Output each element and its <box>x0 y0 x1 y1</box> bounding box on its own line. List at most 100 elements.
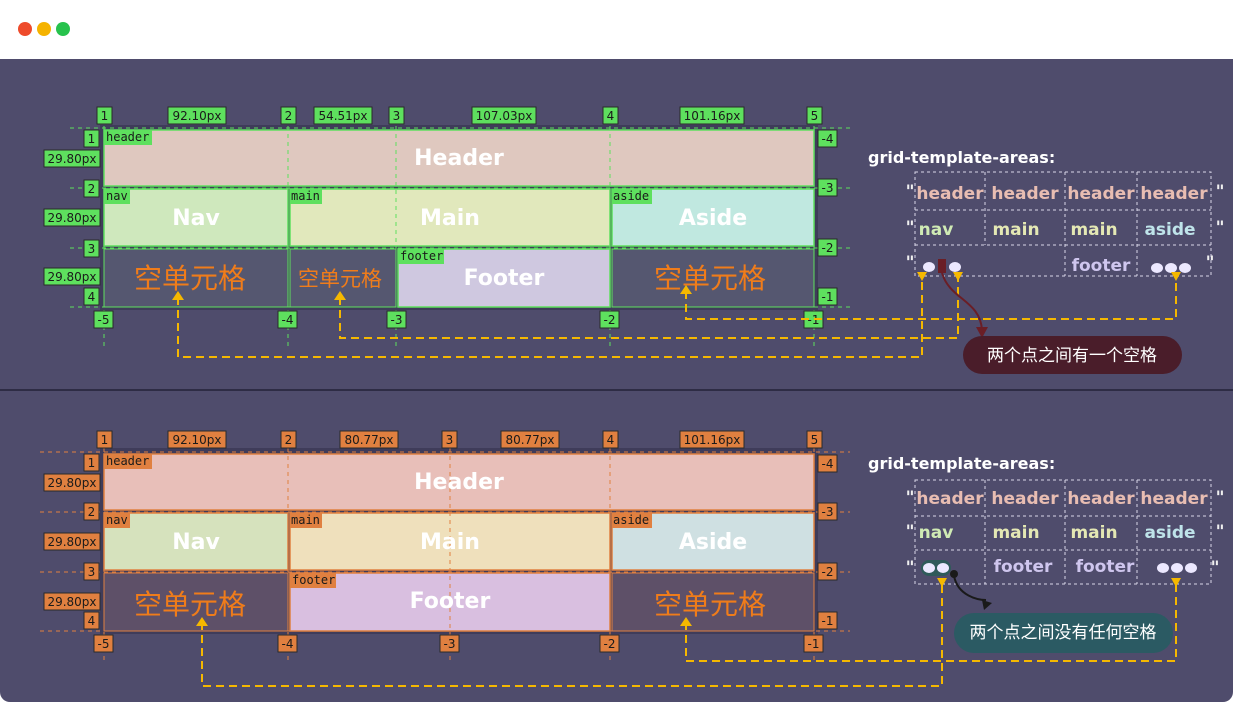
top-row-neg-4: -1 <box>822 290 834 304</box>
top-label-nav: Nav <box>172 206 220 231</box>
svg-text:": " <box>1211 558 1220 578</box>
top-row-line-3: 3 <box>88 242 96 256</box>
top-row-line-4: 4 <box>88 290 96 304</box>
bottom-col-line-4: 4 <box>607 433 615 447</box>
bottom-tpl-r1c3: header <box>1067 489 1135 509</box>
bottom-row-neg-2: -3 <box>822 505 834 519</box>
bottom-dot-tokens <box>923 563 1197 573</box>
bottom-tpl-r1c2: header <box>991 489 1059 509</box>
bottom-areas-title: grid-template-areas: <box>868 454 1055 473</box>
bottom-tpl-r1c4: header <box>1140 489 1208 509</box>
minimize-dot[interactable] <box>37 22 51 36</box>
svg-text:": " <box>906 253 915 273</box>
top-tpl-r1c2: header <box>991 184 1059 204</box>
svg-text:": " <box>906 522 915 542</box>
top-tag-header: header <box>106 130 149 144</box>
top-col-width-4: 101.16px <box>684 109 741 123</box>
bottom-tag-footer: footer <box>292 573 335 587</box>
bottom-col-line-1: 1 <box>101 433 109 447</box>
top-empty-label-3: 空单元格 <box>654 262 766 295</box>
top-dot-tokens <box>923 262 1191 273</box>
top-col-width-3: 107.03px <box>476 109 533 123</box>
top-tpl-r2c3: main <box>1070 220 1117 240</box>
bottom-area-aside <box>611 512 815 571</box>
top-tpl-r2c1: nav <box>919 220 954 240</box>
svg-text:": " <box>1206 253 1215 273</box>
bottom-row-line-2: 2 <box>88 505 96 519</box>
section-divider <box>0 389 1233 391</box>
bottom-col-width-2: 80.77px <box>344 433 393 447</box>
bottom-tpl-r2c2: main <box>992 523 1039 543</box>
bottom-row-line-1: 1 <box>88 456 96 470</box>
bottom-col-width-1: 92.10px <box>172 433 221 447</box>
bottom-row-height-1: 29.80px <box>47 476 96 490</box>
top-row-neg-1: -4 <box>822 132 834 146</box>
top-tpl-r3c3: footer <box>1072 256 1131 276</box>
bottom-annotation-bubble <box>954 613 1173 653</box>
bottom-tpl-r2c3: main <box>1070 523 1117 543</box>
close-dot[interactable] <box>18 22 32 36</box>
bottom-area-nav <box>103 512 289 571</box>
top-col-line-5: 5 <box>811 109 819 123</box>
top-annotation-bubble <box>963 336 1182 374</box>
bottom-col-line-2: 2 <box>285 433 293 447</box>
bottom-col-width-4: 101.16px <box>684 433 741 447</box>
top-col-neg-1: -5 <box>98 313 110 327</box>
bottom-tag-header: header <box>106 454 149 468</box>
bottom-tpl-r3c3: footer <box>1076 557 1135 577</box>
bottom-col-neg-5: -1 <box>808 637 820 651</box>
bottom-connector-lines <box>201 580 1177 687</box>
top-tpl-r2c4: aside <box>1144 220 1195 240</box>
top-col-width-1: 92.10px <box>172 109 221 123</box>
top-col-line-3: 3 <box>393 109 401 123</box>
svg-text:": " <box>906 218 915 238</box>
top-empty-label-1: 空单元格 <box>134 262 246 295</box>
top-area-main <box>289 188 611 247</box>
maximize-dot[interactable] <box>56 22 70 36</box>
bottom-col-neg-1: -5 <box>98 637 110 651</box>
top-area-nav <box>103 188 289 247</box>
bottom-row-neg-1: -4 <box>822 457 834 471</box>
top-label-header: Header <box>414 146 504 171</box>
bottom-row-height-2: 29.80px <box>47 535 96 549</box>
bottom-tpl-r2c1: nav <box>919 523 954 543</box>
top-col-neg-2: -4 <box>282 313 294 327</box>
top-row-neg-3: -2 <box>822 241 834 255</box>
top-areas-title: grid-template-areas: <box>868 148 1055 167</box>
bottom-annotation-pointer <box>953 575 987 601</box>
bottom-row-line-4: 4 <box>88 614 96 628</box>
top-connector-heads <box>172 272 1181 300</box>
top-col-neg-5: -1 <box>808 313 820 327</box>
bottom-label-footer: Footer <box>410 589 491 614</box>
svg-text:": " <box>906 182 915 202</box>
top-empty-cell-3 <box>611 248 815 308</box>
bottom-tpl-r1c1: header <box>916 489 984 509</box>
bottom-area-header <box>103 453 815 511</box>
bottom-empty-cell-1 <box>103 572 289 632</box>
top-col-neg-3: -3 <box>391 313 403 327</box>
top-tag-main: main <box>291 189 320 203</box>
bottom-annotation-text: 两个点之间没有任何空格 <box>970 623 1157 643</box>
top-label-aside: Aside <box>679 206 747 231</box>
top-empty-cell-1 <box>103 248 289 308</box>
top-tpl-r2c2: main <box>992 220 1039 240</box>
top-row-line-1: 1 <box>88 132 96 146</box>
bottom-empty-label-1: 空单元格 <box>134 588 246 621</box>
svg-text:": " <box>906 558 915 578</box>
top-row-line-2: 2 <box>88 182 96 196</box>
bottom-row-neg-3: -2 <box>822 565 834 579</box>
top-tpl-r1c1: header <box>916 184 984 204</box>
bottom-grid-lines <box>40 432 850 660</box>
top-tag-aside: aside <box>613 189 649 203</box>
bottom-diagram: header nav main aside footer Header Nav … <box>40 430 1225 687</box>
bottom-row-height-3: 29.80px <box>47 595 96 609</box>
top-label-footer: Footer <box>464 266 545 291</box>
top-col-neg-4: -2 <box>604 313 616 327</box>
bottom-col-line-5: 5 <box>811 433 819 447</box>
svg-text:": " <box>1216 522 1225 542</box>
bottom-tag-aside: aside <box>613 513 649 527</box>
bottom-label-nav: Nav <box>172 530 220 555</box>
top-connector-lines <box>177 275 1177 358</box>
